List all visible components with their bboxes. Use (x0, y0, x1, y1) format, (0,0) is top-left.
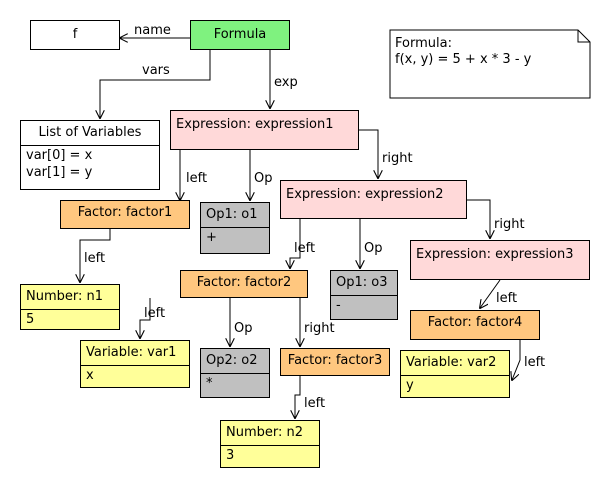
node-value: - (331, 295, 397, 315)
node-title: Expression: expression1 (176, 117, 334, 132)
edge-label-name: name (134, 23, 171, 38)
variable-entry: var[1] = y (26, 165, 93, 180)
node-op1-o1[interactable]: Op1: o1 + (200, 202, 270, 254)
node-op1-o3[interactable]: Op1: o3 - (330, 270, 398, 320)
note-line: Formula: (395, 36, 452, 51)
node-variable-var2[interactable]: Variable: var2 y (400, 350, 510, 398)
edge-expr2-expr3 (467, 199, 490, 238)
edge-label-left: left (144, 306, 166, 321)
edge-label-vars: vars (142, 63, 170, 78)
edge-label-left: left (524, 355, 546, 370)
node-number-n2[interactable]: Number: n2 3 (220, 420, 320, 468)
node-value: y (401, 375, 509, 395)
node-title: Op1: o1 (206, 207, 258, 222)
node-factor2[interactable]: Factor: factor2 (180, 270, 308, 298)
node-op2-o2[interactable]: Op2: o2 * (200, 348, 270, 398)
node-formula[interactable]: Formula (190, 20, 290, 50)
edge-label-right: right (382, 151, 413, 166)
edge-factor2-var1 (140, 298, 151, 338)
edge-formula-vars (100, 50, 211, 118)
node-title: Op2: o2 (206, 353, 258, 368)
node-title: Number: n2 (226, 425, 304, 440)
edge-factor3-n2 (295, 376, 301, 418)
node-title: Factor: factor1 (77, 205, 173, 220)
node-f[interactable]: f (30, 20, 120, 50)
edge-label-op: Op (364, 241, 383, 256)
node-value: 5 (21, 309, 119, 329)
note-shape (389, 29, 591, 99)
node-title: Expression: expression3 (416, 247, 574, 262)
node-value: * (201, 373, 269, 393)
edge-label-left: left (304, 396, 326, 411)
node-title: Expression: expression2 (286, 187, 444, 202)
node-title: Variable: var2 (406, 355, 497, 370)
node-title: Number: n1 (26, 289, 104, 304)
edge-label-left: left (186, 171, 208, 186)
variables-list: var[0] = x var[1] = y (21, 145, 159, 182)
node-list-of-variables[interactable]: List of Variables var[0] = x var[1] = y (20, 120, 160, 190)
edge-label-right: right (494, 217, 525, 232)
edge-factor4-var2 (512, 340, 521, 380)
node-factor4[interactable]: Factor: factor4 (410, 310, 540, 340)
node-number-n1[interactable]: Number: n1 5 (20, 284, 120, 330)
edge-label-exp: exp (274, 75, 298, 90)
edge-expr2-factor2 (290, 219, 301, 268)
node-title: Op1: o3 (336, 275, 388, 290)
edge-factor1-n1 (80, 229, 111, 282)
edge-label-left: left (84, 251, 106, 266)
node-value: + (201, 227, 269, 247)
edge-label-op: Op (254, 171, 273, 186)
variable-entry: var[0] = x (26, 148, 93, 163)
node-title: List of Variables (38, 125, 142, 140)
edge-label-op: Op (234, 321, 253, 336)
edge-label-left: left (294, 241, 316, 256)
node-expression3[interactable]: Expression: expression3 (410, 240, 590, 280)
node-title: Factor: factor2 (196, 275, 292, 290)
node-factor1[interactable]: Factor: factor1 (60, 200, 190, 229)
node-title: f (72, 27, 78, 42)
node-expression2[interactable]: Expression: expression2 (280, 180, 467, 219)
node-title: Formula (213, 27, 267, 42)
node-expression1[interactable]: Expression: expression1 (170, 110, 359, 150)
node-value: x (81, 365, 189, 385)
note-line: f(x, y) = 5 + x * 3 - y (395, 52, 532, 67)
node-title: Factor: factor3 (287, 353, 383, 368)
formula-note: Formula: f(x, y) = 5 + x * 3 - y (395, 36, 531, 68)
edge-expr1-expr2 (359, 129, 378, 178)
node-value: 3 (221, 445, 319, 465)
edge-expr3-factor4 (480, 279, 501, 308)
node-title: Factor: factor4 (427, 315, 523, 330)
node-factor3[interactable]: Factor: factor3 (280, 348, 390, 376)
edge-label-right: right (304, 321, 335, 336)
edge-label-left: left (496, 291, 518, 306)
node-title: Variable: var1 (86, 345, 177, 360)
node-variable-var1[interactable]: Variable: var1 x (80, 340, 190, 388)
